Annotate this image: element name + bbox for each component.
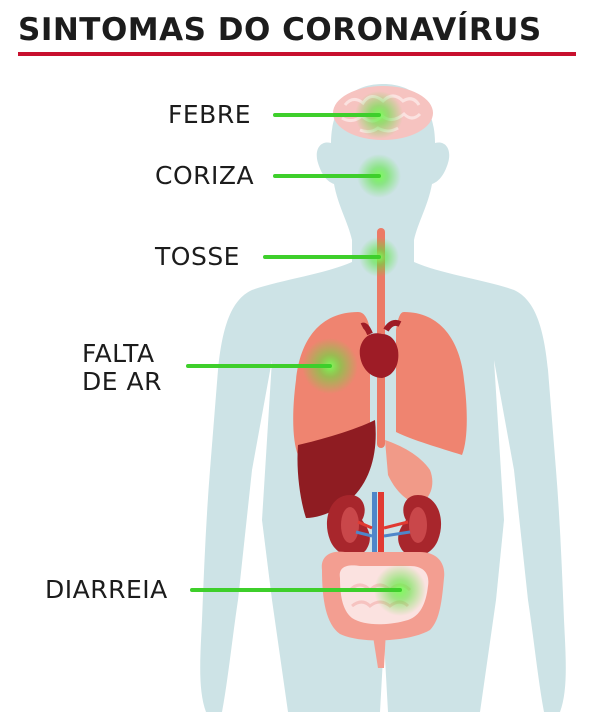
kidneys [326, 495, 442, 557]
symptom-label-diarreia: DIARREIA [45, 575, 168, 604]
symptom-label-febre: FEBRE [168, 100, 251, 129]
title-underline [18, 52, 576, 56]
symptom-label-falta-de-ar: FALTA DE AR [82, 339, 162, 396]
heart [359, 319, 402, 378]
symptom-label-tosse: TOSSE [155, 242, 240, 271]
blood-vessels [355, 492, 411, 577]
symptom-label-coriza: CORIZA [155, 161, 255, 190]
liver [297, 420, 376, 518]
stomach [385, 440, 433, 505]
page-title: SINTOMAS DO CORONAVÍRUS [18, 12, 542, 48]
right-lung [396, 312, 467, 455]
